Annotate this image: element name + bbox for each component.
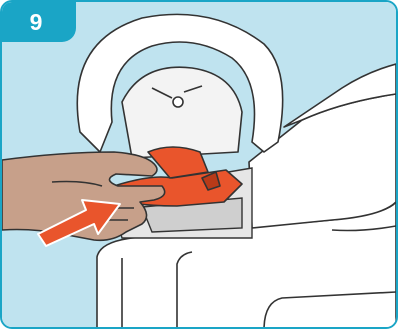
step-number: 9 <box>30 9 43 36</box>
step-badge: 9 <box>2 2 76 42</box>
instruction-illustration <box>2 2 396 327</box>
